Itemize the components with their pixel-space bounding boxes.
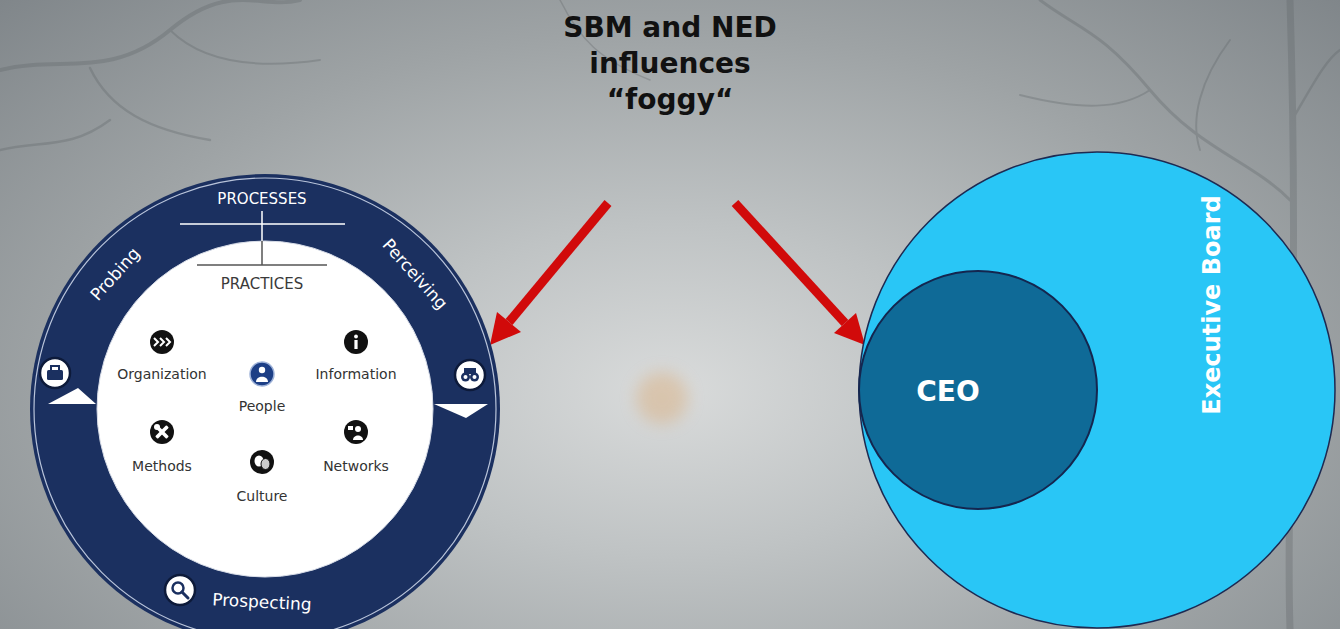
- tree-branch: [170, 30, 320, 64]
- person-glyph: [259, 367, 265, 373]
- info-glyph: [354, 340, 357, 349]
- arrow-head: [490, 312, 521, 345]
- network-glyph: [348, 426, 353, 430]
- icon-disc: [250, 362, 274, 386]
- arrow-shaft: [509, 203, 608, 322]
- practice-label: Culture: [237, 488, 288, 505]
- hazy-sun: [636, 372, 688, 424]
- practice-label: Information: [315, 366, 396, 383]
- toolbox-glyph: [51, 366, 59, 370]
- icon-disc: [344, 420, 368, 444]
- toolbox-glyph: [47, 370, 63, 380]
- tree-branch: [0, 0, 300, 70]
- process-ring: [30, 174, 500, 629]
- board-label: Executive Board: [1198, 195, 1227, 414]
- practice-label: Methods: [132, 458, 192, 475]
- practice-label: People: [239, 398, 286, 415]
- practice-label: Organization: [117, 366, 207, 383]
- cycle-pointer: [48, 388, 96, 404]
- icon-disc: [150, 420, 174, 444]
- process-wheel: PROCESSESProbingPerceivingProspectingPRA…: [30, 174, 500, 629]
- info-glyph: [354, 335, 358, 339]
- process-icon: [455, 360, 485, 390]
- heading-bracket: [197, 241, 327, 265]
- process-heading: PROCESSES: [217, 190, 306, 208]
- practices-disc: [97, 241, 433, 577]
- process-icon: [165, 575, 195, 605]
- icon-disc: [165, 575, 195, 605]
- heading-bracket: [180, 211, 345, 241]
- tree-branch: [90, 68, 210, 140]
- tool-glyph: [154, 424, 160, 430]
- ring-rim: [34, 178, 496, 629]
- executive-board-circle: Executive BoardCEO: [858, 151, 1336, 629]
- icon-disc: [40, 358, 70, 388]
- tree-branch: [0, 120, 110, 150]
- binocular-lens: [473, 375, 477, 379]
- tree-branch: [1196, 40, 1230, 150]
- title: SBM and NED influences “foggy“: [540, 10, 800, 118]
- red-arrows: [490, 203, 865, 345]
- ceo-circle: CEO: [858, 270, 1098, 510]
- binocular-lens: [464, 375, 468, 379]
- network-glyph: [353, 436, 363, 441]
- practice-icon: [344, 420, 368, 444]
- chevrons-glyph: [154, 338, 170, 346]
- practice-icon: [150, 420, 174, 444]
- practices-circle: PRACTICES Organization InformationPeopleMe…: [97, 241, 433, 577]
- practice-icon: [250, 362, 274, 386]
- tree-branch: [1292, 50, 1340, 120]
- practice-label: Networks: [323, 458, 389, 475]
- tree-branch: [1020, 90, 1150, 106]
- practice-icon: [344, 330, 368, 354]
- icon-disc: [344, 330, 368, 354]
- arrow-shaft: [735, 203, 845, 323]
- mask-glyph: [261, 459, 270, 470]
- process-icon: [40, 358, 70, 388]
- icon-disc: [150, 330, 174, 354]
- magnifier-glyph: [182, 592, 188, 598]
- person-glyph: [256, 377, 268, 382]
- board-disc: [859, 152, 1335, 628]
- icon-disc: [455, 360, 485, 390]
- practice-icon: [150, 330, 174, 354]
- practice-icon: [250, 450, 274, 474]
- ceo-disc: [859, 271, 1097, 509]
- icon-disc: [250, 450, 274, 474]
- practices-heading: PRACTICES: [221, 275, 303, 293]
- cycle-pointer: [434, 404, 488, 418]
- binocular-glyph: [464, 368, 476, 374]
- network-glyph: [355, 426, 361, 432]
- ceo-label: CEO: [916, 375, 979, 409]
- arrow-head: [834, 313, 865, 345]
